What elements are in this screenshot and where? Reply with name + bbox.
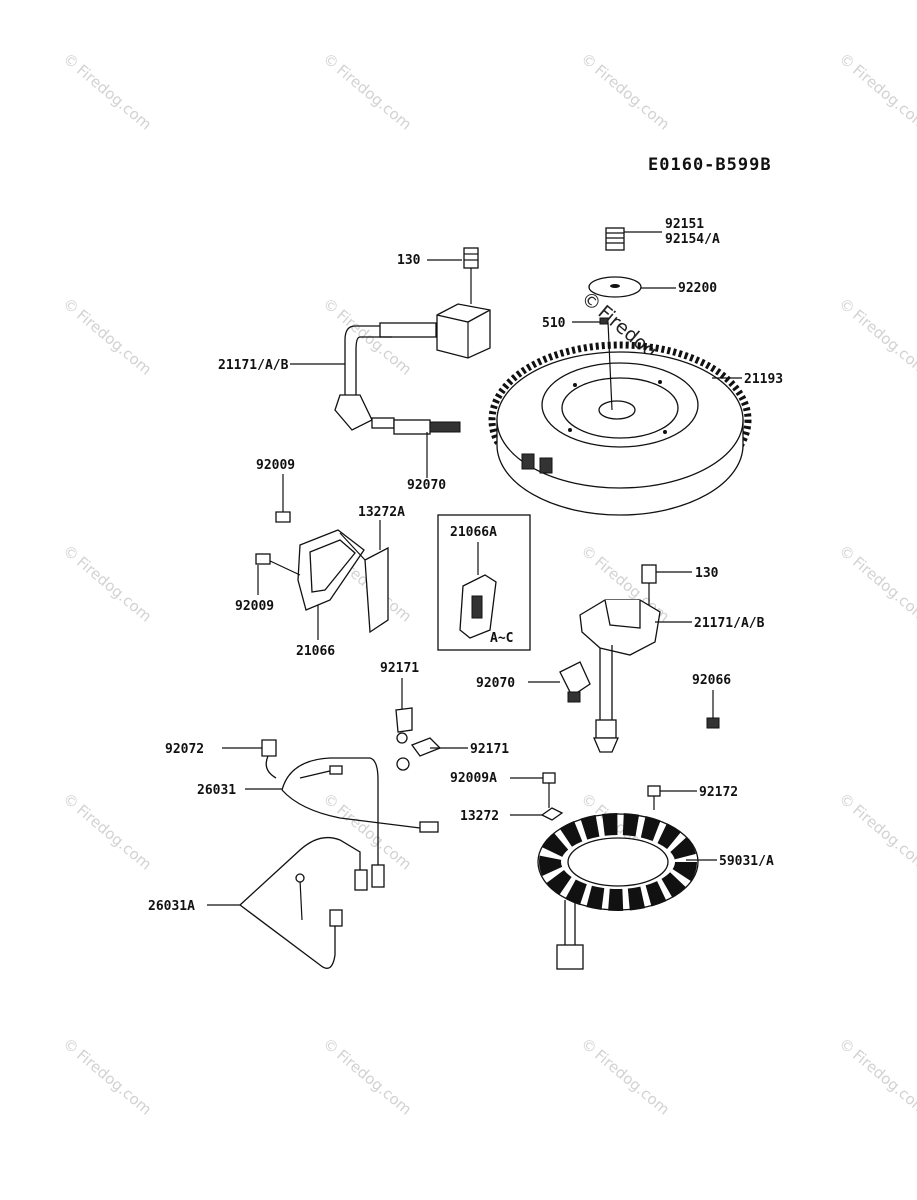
watermark: Firedog.com <box>849 61 917 134</box>
label-92066: 92066 <box>692 673 731 688</box>
label-21066: 21066 <box>296 644 335 659</box>
watermark: Firedog.com <box>849 553 917 626</box>
watermark: Firedog.com <box>849 306 917 379</box>
watermark: Firedog.com <box>333 801 415 874</box>
label-21171-left: 21171/A/B <box>218 358 289 373</box>
ignition-coil-right-illustration <box>528 564 692 753</box>
label-92154a: 92154/A <box>665 232 720 247</box>
screw-92172-illustration <box>647 785 697 810</box>
watermark: Firedog.com <box>849 1046 917 1119</box>
watermark: Firedog.com <box>73 306 155 379</box>
label-92009a: 92009A <box>450 771 497 786</box>
nut-illustration <box>706 717 720 729</box>
watermark: Firedog.com <box>591 1046 673 1119</box>
inset-box-21066a <box>437 514 531 651</box>
watermark: Firedog.com <box>333 1046 415 1119</box>
label-92009-top: 92009 <box>256 458 295 473</box>
watermark: Firedog.com <box>849 801 917 874</box>
label-59031a: 59031/A <box>719 854 774 869</box>
watermark: Firedog.com <box>591 61 673 134</box>
ignition-coil-top-illustration <box>334 247 491 435</box>
label-92009-mid: 92009 <box>235 599 274 614</box>
label-92070-mid: 92070 <box>476 676 515 691</box>
label-92172: 92172 <box>699 785 738 800</box>
label-92171-mid: 92171 <box>470 742 509 757</box>
flywheel-illustration <box>488 341 752 516</box>
label-92200: 92200 <box>678 281 717 296</box>
key-illustration <box>599 317 609 325</box>
connector-92072-illustration <box>222 739 277 779</box>
watermark: Firedog.com <box>333 61 415 134</box>
watermark: Firedog.com <box>73 61 155 134</box>
label-130-right: 130 <box>695 566 719 581</box>
label-92171-top: 92171 <box>380 661 419 676</box>
label-21066a: 21066A <box>450 525 497 540</box>
label-a-c: A~C <box>490 631 513 646</box>
regulator-variant-illustration <box>459 542 497 639</box>
watermark: Firedog.com <box>73 1046 155 1119</box>
washer-illustration <box>588 276 676 298</box>
label-21193: 21193 <box>744 372 783 387</box>
screw-92009a-illustration <box>510 772 564 821</box>
label-26031a: 26031A <box>148 899 195 914</box>
stator-illustration <box>537 813 717 970</box>
watermark: Firedog.com <box>73 553 155 626</box>
flywheel-bolt-illustration <box>605 227 662 251</box>
label-510: 510 <box>542 316 566 331</box>
label-92151: 92151 <box>665 217 704 232</box>
diagram-code: E0160-B599B <box>648 155 772 175</box>
harness-26031a-illustration <box>239 836 368 969</box>
regulator-illustration <box>255 474 389 634</box>
label-13272a: 13272A <box>358 505 405 520</box>
label-92072: 92072 <box>165 742 204 757</box>
label-21171-right: 21171/A/B <box>694 616 765 631</box>
label-92070-top: 92070 <box>407 478 446 493</box>
label-26031: 26031 <box>197 783 236 798</box>
watermark: Firedog.com <box>73 801 155 874</box>
harness-26031-illustration <box>281 757 439 888</box>
terminal-illustration <box>395 678 468 771</box>
label-130-top: 130 <box>397 253 421 268</box>
label-13272: 13272 <box>460 809 499 824</box>
